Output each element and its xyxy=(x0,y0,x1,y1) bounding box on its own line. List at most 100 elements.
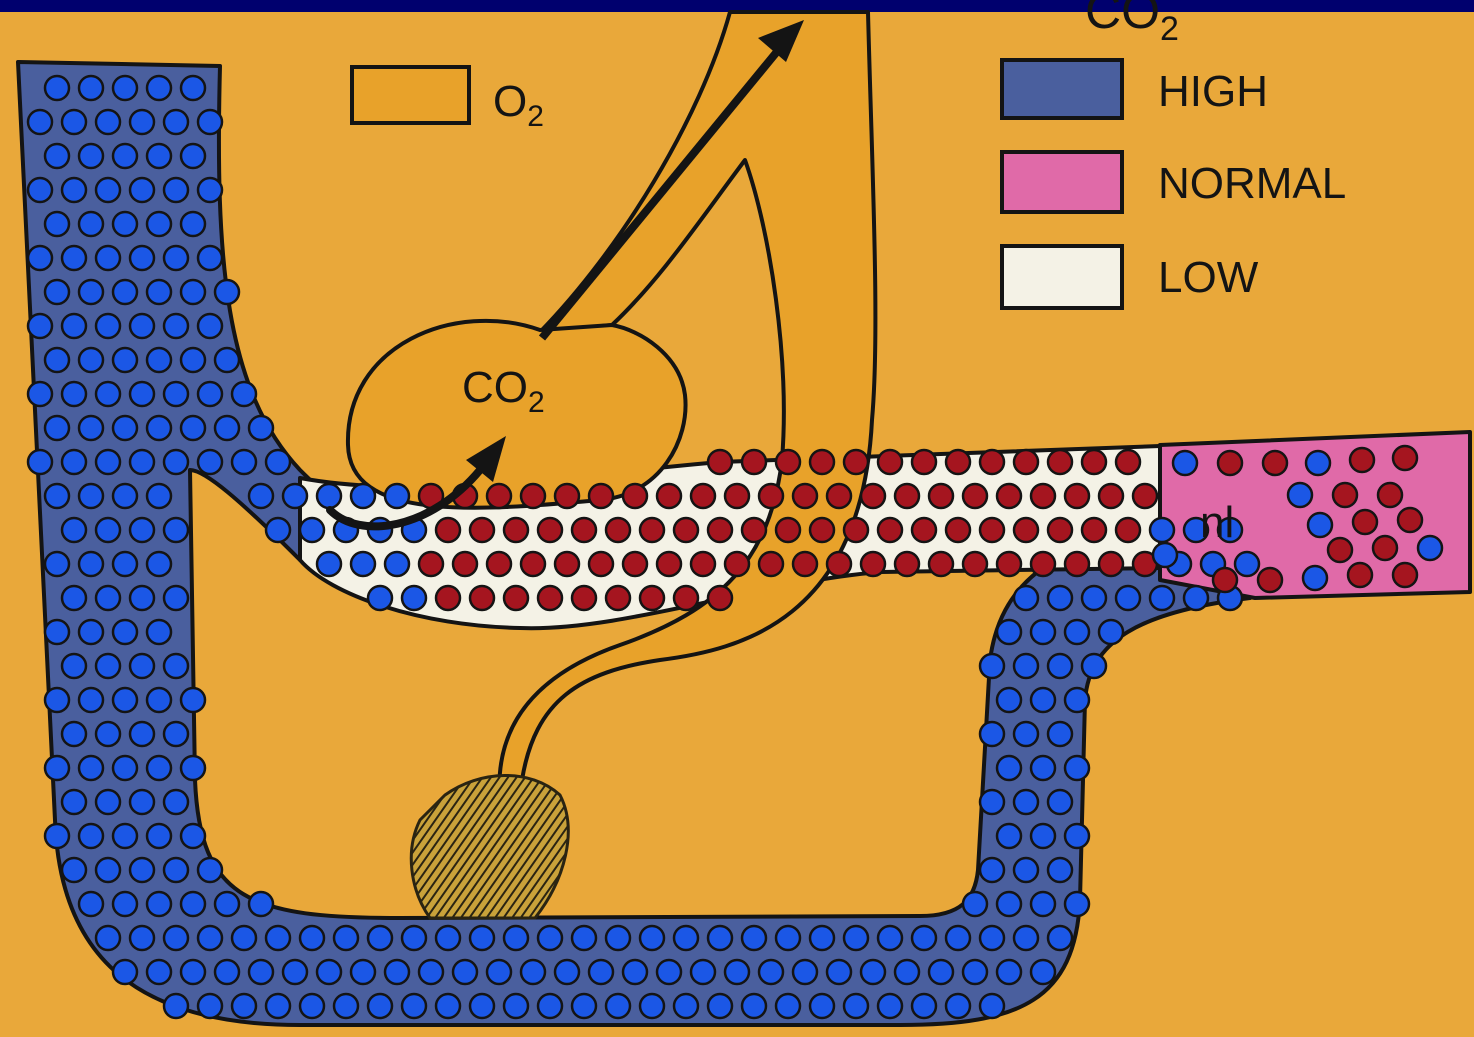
blood-cell xyxy=(844,926,868,950)
blood-cell xyxy=(1333,483,1357,507)
blood-cell xyxy=(283,484,307,508)
blood-cell xyxy=(912,518,936,542)
blood-cell xyxy=(793,552,817,576)
blood-cell xyxy=(640,586,664,610)
blood-cell xyxy=(1418,536,1442,560)
blood-cell xyxy=(198,858,222,882)
blood-cell xyxy=(997,484,1021,508)
blood-cell xyxy=(62,450,86,474)
blood-cell xyxy=(980,858,1004,882)
blood-cell xyxy=(878,994,902,1018)
blood-cell xyxy=(385,552,409,576)
blood-cell xyxy=(96,926,120,950)
blood-cell xyxy=(1328,538,1352,562)
blood-cell xyxy=(266,994,290,1018)
blood-cell xyxy=(844,994,868,1018)
blood-cell xyxy=(147,688,171,712)
blood-cell xyxy=(147,348,171,372)
blood-cell xyxy=(640,994,664,1018)
blood-cell xyxy=(113,620,137,644)
blood-cell xyxy=(1082,586,1106,610)
blood-cell xyxy=(1065,756,1089,780)
blood-cell xyxy=(62,790,86,814)
blood-cell xyxy=(62,654,86,678)
blood-cell xyxy=(776,518,800,542)
blood-cell xyxy=(164,178,188,202)
blood-cell xyxy=(181,824,205,848)
blood-cell xyxy=(232,450,256,474)
blood-cell xyxy=(708,518,732,542)
blood-cell xyxy=(368,994,392,1018)
blood-cell xyxy=(147,280,171,304)
blood-cell xyxy=(79,280,103,304)
blood-cell xyxy=(759,960,783,984)
blood-cell xyxy=(1116,518,1140,542)
blood-cell xyxy=(79,76,103,100)
blood-cell xyxy=(1218,451,1242,475)
blood-cell xyxy=(181,416,205,440)
blood-cell xyxy=(572,518,596,542)
blood-cell xyxy=(997,960,1021,984)
blood-cell xyxy=(147,212,171,236)
blood-cell xyxy=(895,960,919,984)
blood-cell xyxy=(113,280,137,304)
legend-label-high: HIGH xyxy=(1158,67,1268,116)
blood-cell xyxy=(385,960,409,984)
legend-swatch-low xyxy=(1002,246,1122,308)
blood-cell xyxy=(62,858,86,882)
legend-label-low: LOW xyxy=(1158,253,1259,302)
blood-cell xyxy=(351,552,375,576)
blood-cell xyxy=(232,382,256,406)
blood-cell xyxy=(1133,484,1157,508)
blood-cell xyxy=(181,76,205,100)
blood-cell xyxy=(147,144,171,168)
blood-cell xyxy=(1031,892,1055,916)
blood-cell xyxy=(980,790,1004,814)
blood-cell xyxy=(62,518,86,542)
blood-cell xyxy=(113,960,137,984)
blood-cell xyxy=(79,144,103,168)
blood-cell xyxy=(572,586,596,610)
blood-cell xyxy=(521,484,545,508)
blood-cell xyxy=(1308,513,1332,537)
blood-cell xyxy=(963,552,987,576)
blood-cell xyxy=(657,960,681,984)
blood-cell xyxy=(980,926,1004,950)
blood-cell xyxy=(1048,586,1072,610)
blood-cell xyxy=(147,620,171,644)
blood-cell xyxy=(895,484,919,508)
blood-cell xyxy=(164,110,188,134)
blood-cell xyxy=(470,926,494,950)
blood-cell xyxy=(45,280,69,304)
blood-cell xyxy=(487,484,511,508)
blood-cell xyxy=(402,994,426,1018)
blood-cell xyxy=(1014,926,1038,950)
blood-cell xyxy=(419,552,443,576)
blood-cell xyxy=(79,212,103,236)
blood-cell xyxy=(538,518,562,542)
blood-cell xyxy=(317,484,341,508)
blood-cell xyxy=(385,484,409,508)
blood-cell xyxy=(470,518,494,542)
blood-cell xyxy=(997,824,1021,848)
legend-label-normal: NORMAL xyxy=(1158,159,1346,208)
blood-cell xyxy=(351,484,375,508)
blood-cell xyxy=(861,552,885,576)
blood-cell xyxy=(249,484,273,508)
blood-cell xyxy=(45,620,69,644)
blood-cell xyxy=(113,416,137,440)
blood-cell xyxy=(878,450,902,474)
blood-cell xyxy=(1065,892,1089,916)
blood-cell xyxy=(827,960,851,984)
blood-cell xyxy=(249,416,273,440)
blood-cell xyxy=(96,654,120,678)
blood-cell xyxy=(45,144,69,168)
blood-cell xyxy=(1184,586,1208,610)
blood-cell xyxy=(963,892,987,916)
blood-cell xyxy=(538,586,562,610)
blood-cell xyxy=(130,314,154,338)
blood-cell xyxy=(1398,508,1422,532)
blood-cell xyxy=(946,450,970,474)
blood-cell xyxy=(776,926,800,950)
blood-cell xyxy=(436,518,460,542)
